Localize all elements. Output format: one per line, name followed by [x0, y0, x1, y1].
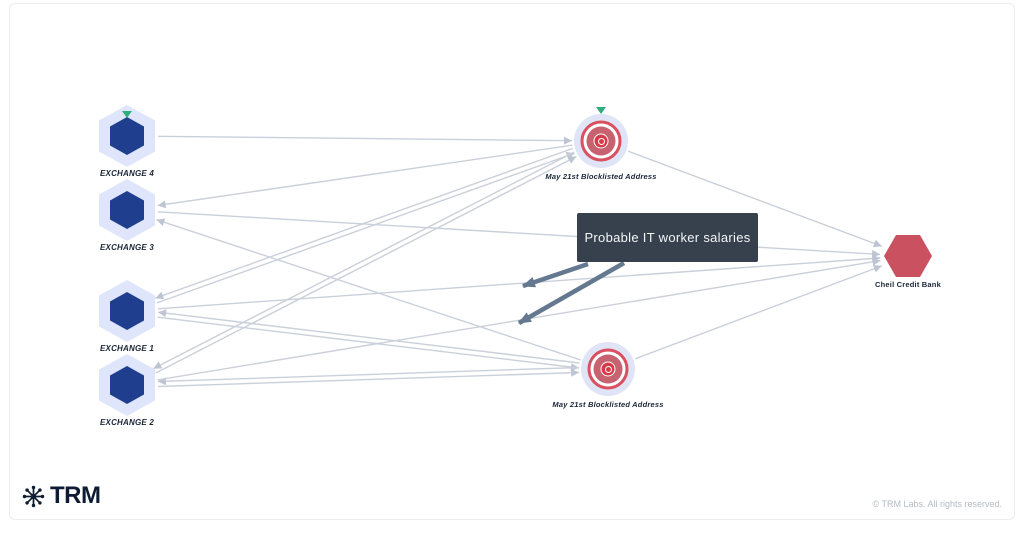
- selection-indicator-icon: [122, 111, 132, 118]
- annotation-box[interactable]: Probable IT worker salaries: [577, 213, 758, 262]
- trm-snowflake-icon: [22, 485, 45, 507]
- node-label: EXCHANGE 1: [99, 344, 155, 353]
- node-label: EXCHANGE 4: [99, 169, 155, 178]
- exchange-hexagon-icon: [110, 292, 144, 330]
- node-label: May 21st Blocklisted Address: [552, 400, 664, 409]
- risk-flag-icon: [593, 133, 609, 149]
- trm-logo-text: TRM: [50, 482, 101, 509]
- copyright-text: © TRM Labs. All rights reserved.: [872, 499, 1002, 509]
- annotation-label: Probable IT worker salaries: [584, 230, 751, 245]
- risk-flag-icon: [600, 361, 616, 377]
- bank-hexagon-icon: [884, 235, 932, 277]
- node-label: EXCHANGE 3: [99, 243, 155, 252]
- exchange-hexagon-icon: [110, 366, 144, 404]
- selection-indicator-icon: [596, 107, 606, 114]
- node-label: May 21st Blocklisted Address: [545, 172, 657, 181]
- node-label: EXCHANGE 2: [99, 418, 155, 427]
- node-label: Cheil Credit Bank: [875, 280, 941, 289]
- trm-logo: TRM: [22, 482, 101, 509]
